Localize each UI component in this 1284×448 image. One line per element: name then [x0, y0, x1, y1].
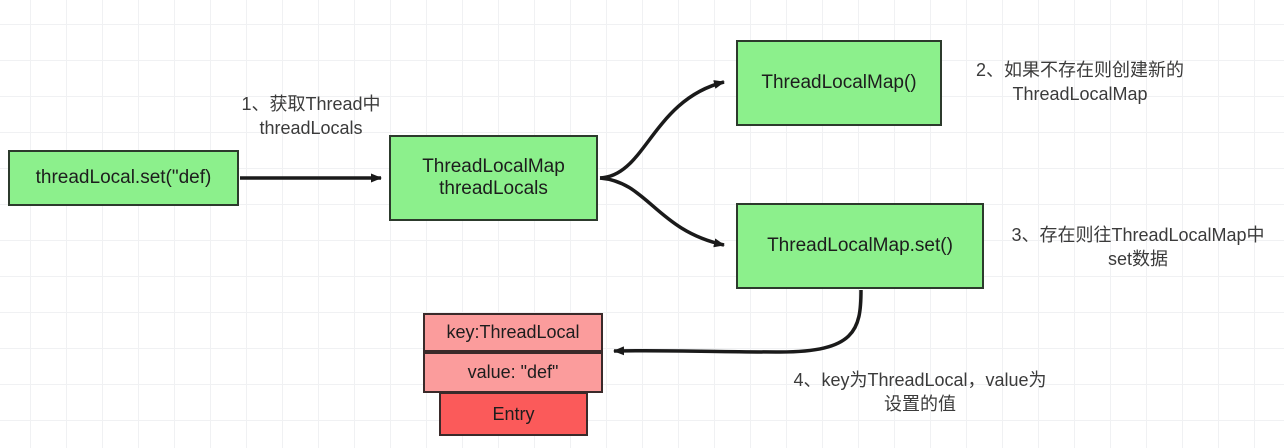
- node-threadlocalmap-set[interactable]: ThreadLocalMap.set(): [736, 203, 984, 289]
- edge-map-set-to-entry: [613, 289, 863, 356]
- entry-value-row[interactable]: value: "def": [423, 352, 603, 393]
- entry-key-row[interactable]: key:ThreadLocal: [423, 313, 603, 352]
- entry-name-label: Entry: [492, 403, 535, 424]
- entry-key-label: key:ThreadLocal: [446, 322, 580, 343]
- node-threadlocal-set-call[interactable]: threadLocal.set("def): [8, 150, 239, 206]
- node-threadlocals-label: ThreadLocalMap threadLocals: [422, 156, 565, 200]
- annotation-step-1: 1、获取Thread中 threadLocals: [241, 94, 381, 139]
- edge-threadlocals-to-new-map: [599, 80, 725, 180]
- annotation-step-2: 2、如果不存在则创建新的 ThreadLocalMap: [975, 60, 1184, 105]
- node-threadlocal-set-call-label: threadLocal.set("def): [35, 166, 212, 188]
- entry-name-row[interactable]: Entry: [439, 392, 588, 436]
- node-threadlocalmap-set-label: ThreadLocalMap.set(): [767, 234, 953, 256]
- node-new-threadlocalmap-label: ThreadLocalMap(): [761, 71, 917, 93]
- node-threadlocals-line2: threadLocals: [439, 178, 548, 199]
- annotation-step-4: 4、key为ThreadLocal，value为 设置的值: [793, 370, 1047, 415]
- entry-value-label: value: "def": [467, 362, 559, 383]
- node-threadlocals-line1: ThreadLocalMap: [422, 155, 565, 177]
- edge-threadlocals-to-map-set: [599, 176, 725, 248]
- node-new-threadlocalmap[interactable]: ThreadLocalMap(): [736, 40, 942, 126]
- node-threadlocals[interactable]: ThreadLocalMap threadLocals: [389, 135, 598, 221]
- annotation-step-3: 3、存在则往ThreadLocalMap中 set数据: [1011, 225, 1265, 270]
